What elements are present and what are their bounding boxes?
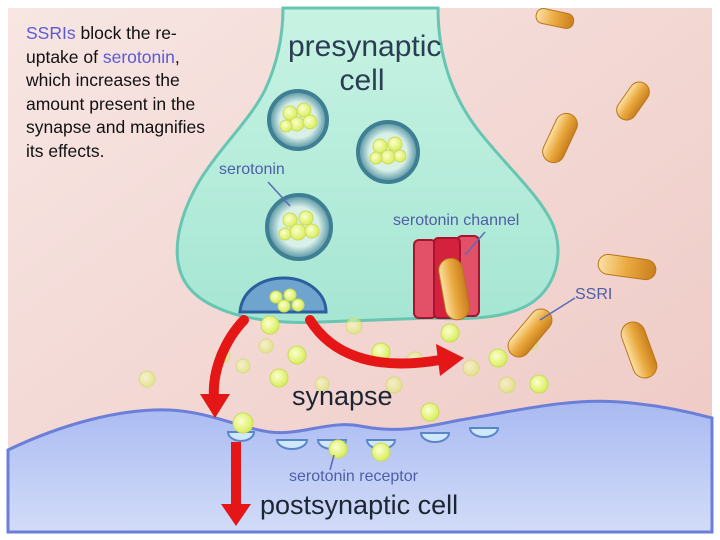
ssri-pill (620, 321, 658, 379)
caption-line2a: uptake of (26, 46, 103, 67)
receptor (226, 431, 256, 442)
presynaptic-label: presynaptic cell (288, 30, 442, 98)
reuptake-arrowhead (436, 344, 464, 376)
serotonin-receptor-label: serotonin receptor (289, 468, 418, 485)
serotonin-channel-label: serotonin channel (393, 212, 520, 229)
caption-line4: amount present in the (26, 93, 196, 114)
caption-text: SSRIs block the re- uptake of serotonin,… (26, 22, 205, 163)
postsynaptic-cell (6, 399, 714, 534)
receptor (419, 432, 451, 443)
leader-lines (267, 181, 576, 471)
serotonin-label: serotonin (219, 161, 285, 178)
caption-line1: block the re- (75, 23, 177, 43)
presynaptic-label-line1: presynaptic (288, 30, 442, 63)
caption-line5: synapse and magnifies (26, 117, 205, 137)
release-arrowhead (200, 394, 230, 418)
reuptake-arrow (305, 315, 445, 369)
ssri-pill (542, 112, 578, 164)
signal-arrowhead (221, 504, 251, 526)
presynaptic-label-line2: cell (339, 64, 385, 97)
ssri-label: SSRI (575, 286, 613, 303)
release-arrow (208, 315, 249, 403)
caption-line3: which increases the (26, 70, 180, 90)
ssri-pill (507, 308, 553, 358)
postsynaptic-label: postsynaptic cell (260, 490, 459, 520)
caption-line6: its effects. (26, 140, 105, 161)
caption-ssris: SSRIs (26, 23, 76, 43)
vesicle-serotonin (269, 102, 407, 313)
synapse-label: synapse (292, 381, 393, 411)
ssri-pill (535, 8, 575, 29)
receptor (275, 439, 309, 450)
ssri-pill (616, 81, 650, 121)
caption-line2c: , (174, 46, 180, 67)
caption-serotonin: serotonin (102, 46, 175, 67)
arrows (200, 315, 464, 526)
receptor (468, 427, 500, 438)
fusing-vesicle (238, 276, 328, 314)
ssri-pill-blocking (438, 257, 470, 321)
ssri-pill (597, 253, 657, 281)
ssri-pills (438, 8, 658, 379)
